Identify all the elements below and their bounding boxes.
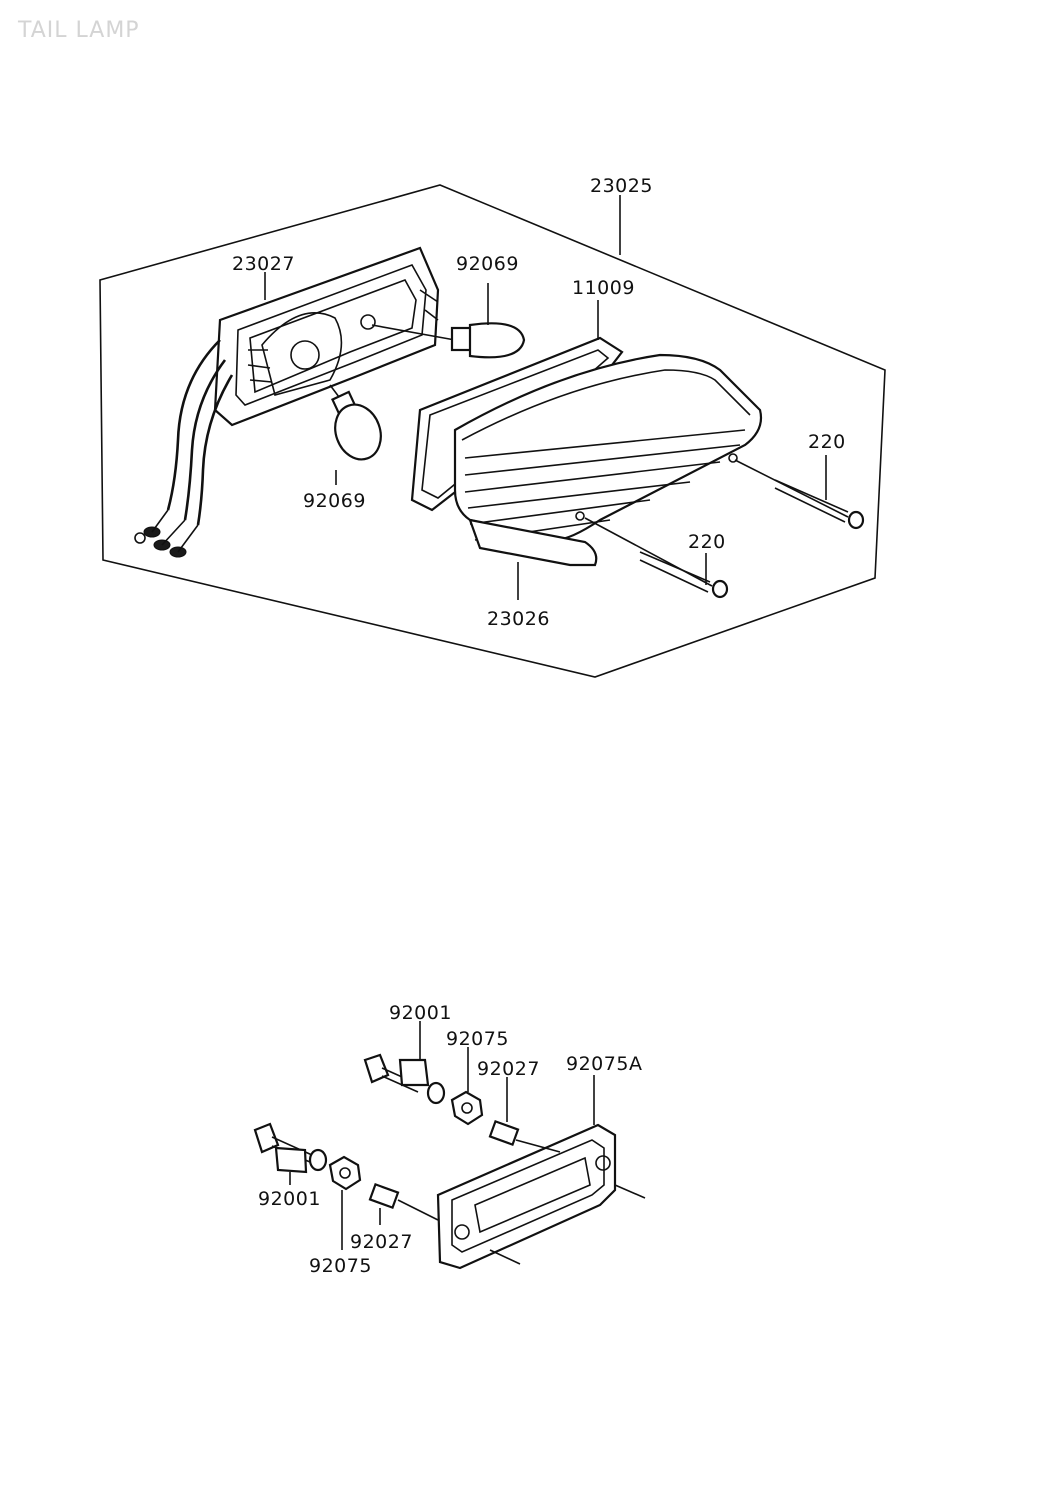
spacer-lower <box>368 1182 439 1225</box>
label-92069-upper: 92069 <box>456 253 519 275</box>
wiring-harness <box>134 339 234 558</box>
label-92001-upper: 92001 <box>389 1002 452 1024</box>
label-92027-lower: 92027 <box>350 1231 413 1253</box>
mounting-plate <box>436 1075 646 1270</box>
label-220-lower: 220 <box>688 531 726 553</box>
bulb-lower <box>329 384 382 485</box>
label-11009: 11009 <box>572 277 635 299</box>
label-92075-upper: 92075 <box>446 1028 509 1050</box>
bolt-lower <box>253 1122 328 1185</box>
bolt-upper <box>363 1021 446 1105</box>
nut-upper <box>450 1047 484 1126</box>
label-92001-lower: 92001 <box>258 1188 321 1210</box>
screw-upper <box>734 455 865 530</box>
label-92069-lower: 92069 <box>303 490 366 512</box>
screw-lower <box>584 517 729 599</box>
page-header: TAIL LAMP <box>18 18 140 43</box>
nut-lower <box>328 1155 362 1250</box>
label-92075A: 92075A <box>566 1053 642 1075</box>
label-92075-lower: 92075 <box>309 1255 372 1277</box>
spacer-upper <box>488 1077 561 1153</box>
label-23025: 23025 <box>590 175 653 197</box>
label-23027: 23027 <box>232 253 295 275</box>
label-92027-upper: 92027 <box>477 1058 540 1080</box>
lamp-lens <box>453 353 763 600</box>
tail-lamp-assembly-group: 23025 23027 92069 11009 220 92069 220 23… <box>99 175 886 678</box>
label-23026: 23026 <box>487 608 550 630</box>
lamp-base-housing <box>213 246 440 427</box>
bulb-upper <box>371 283 526 359</box>
connector-terminal-icon <box>134 532 146 544</box>
label-220-upper: 220 <box>808 431 846 453</box>
mounting-hardware-group: 92001 92075 92027 92075A 92001 92027 920… <box>253 1002 646 1277</box>
assembly-outline <box>99 184 886 678</box>
